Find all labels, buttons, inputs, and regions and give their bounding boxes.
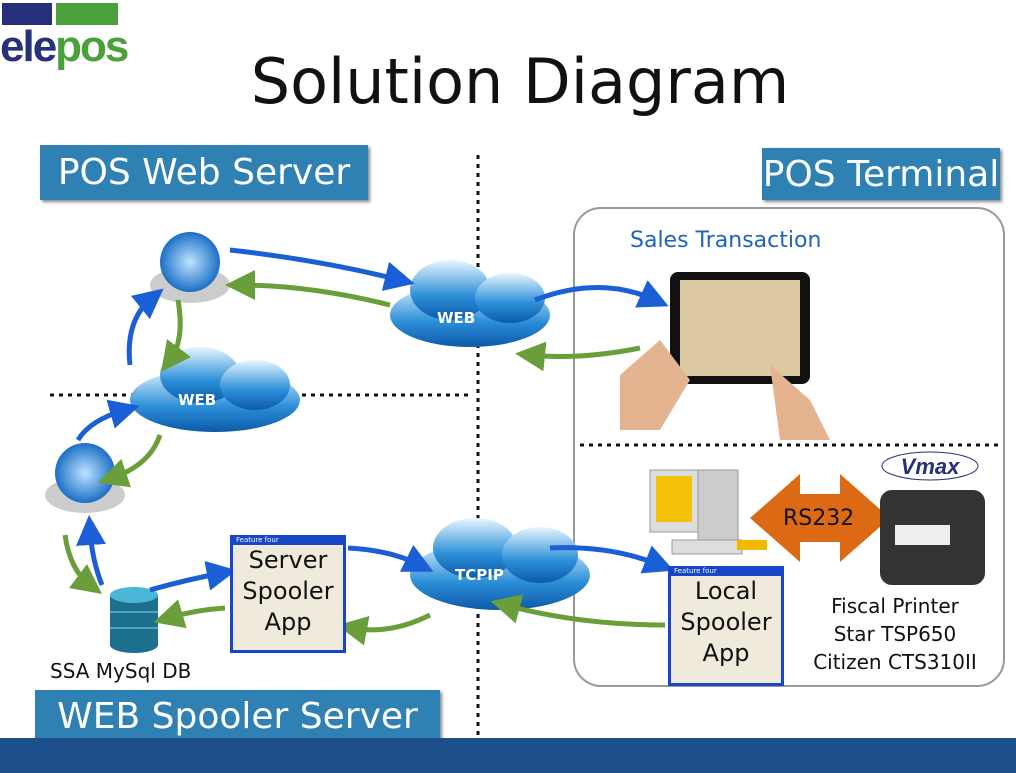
cloud-icon-web-top [390, 260, 550, 347]
arrow-tablet-to-cloud [515, 341, 641, 372]
svg-text:Vmax: Vmax [901, 454, 960, 479]
arrow-tcpip-to-local-app [549, 545, 674, 574]
arrow-globe2-to-db [62, 534, 102, 595]
logo: elepos [0, 0, 129, 75]
page-title: Solution Diagram [250, 45, 790, 118]
arrow-globe2-to-cloud [75, 399, 140, 442]
label-web-spooler-server: WEB Spooler Server [35, 690, 440, 742]
footer-band [0, 738, 1016, 773]
arrow-globe-down-cloud [161, 299, 191, 373]
arrow-cloud-to-globe [225, 270, 391, 308]
rs232-double-arrow [750, 474, 890, 562]
arrow-local-app-to-tcpip [490, 594, 666, 628]
cloud-label-web-left: WEB [178, 391, 217, 409]
arrow-db-to-globe2 [76, 515, 106, 586]
label-pos-web-server: POS Web Server [40, 145, 368, 200]
db-label: SSA MySql DB [50, 659, 192, 683]
arrow-globe-to-cloud [229, 247, 415, 291]
cloud-icon-tcpip [410, 518, 590, 610]
arrow-server-app-to-tcpip [347, 544, 434, 572]
arrow-server-app-to-db [153, 599, 226, 629]
rs232-label: RS232 [783, 506, 855, 531]
computer-icon [649, 469, 767, 555]
vmax-logo: Vmax [881, 451, 979, 481]
cloud-label-tcpip: TCPIP [455, 566, 504, 584]
database-icon [110, 587, 158, 653]
arrow-cloud-up-globe [126, 288, 164, 366]
printer-icon [880, 490, 985, 585]
globe-icon-top [150, 232, 230, 303]
cloud-label-web-top: WEB [437, 309, 476, 327]
arrow-cloud-to-globe2 [97, 434, 163, 488]
tablet-icon [620, 272, 830, 440]
cloud-icon-web-left [130, 347, 300, 432]
arrow-cloud-to-tablet [534, 280, 669, 308]
label-pos-terminal: POS Terminal [762, 148, 1000, 200]
arrow-tcpip-to-server-app [337, 612, 432, 646]
sales-transaction-label: Sales Transaction [630, 228, 822, 253]
pos-terminal-frame [573, 207, 1005, 687]
arrow-db-to-server-app [149, 561, 237, 593]
